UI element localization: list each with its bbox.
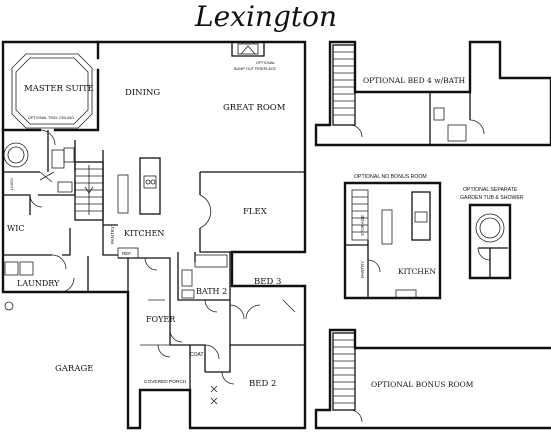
label-optional-separate-2: GARDEN TUB & SHOWER bbox=[460, 195, 524, 201]
label-great-room: GREAT ROOM bbox=[223, 103, 286, 113]
label-bed2: BED 2 bbox=[249, 379, 276, 389]
label-coat: COAT bbox=[190, 352, 204, 358]
main-floor bbox=[1, 40, 307, 430]
label-covered-porch: COVERED PORCH bbox=[144, 379, 187, 385]
label-optional-no-bonus: OPTIONAL NO BONUS ROOM bbox=[354, 174, 427, 180]
label-tray-ceiling: OPTIONAL TRAY CEILING bbox=[28, 116, 74, 120]
label-optional-bed4: OPTIONAL BED 4 w/BATH bbox=[363, 76, 466, 85]
label-linen: LINEN bbox=[9, 178, 14, 190]
plan-title: Lexington bbox=[194, 0, 337, 33]
label-optional-separate-1: OPTIONAL SEPARATE bbox=[463, 187, 518, 193]
optional-bed4-plan bbox=[314, 40, 551, 147]
label-flex: FLEX bbox=[243, 207, 268, 217]
label-storage: STORAGE bbox=[360, 215, 365, 236]
label-bath2: BATH 2 bbox=[196, 287, 227, 296]
label-foyer: FOYER bbox=[146, 315, 176, 324]
label-ref: REF. bbox=[122, 251, 132, 256]
label-fireplace-2: BUMP OUT FIREPLACE bbox=[234, 67, 277, 71]
optional-bonus-plan bbox=[314, 328, 551, 430]
label-pantry-alt: PANTRY bbox=[360, 261, 365, 278]
label-kitchen-alt: KITCHEN bbox=[398, 267, 436, 276]
label-pantry: PANTRY bbox=[110, 226, 115, 244]
label-master-suite: MASTER SUITE bbox=[24, 84, 94, 94]
kitchen-island bbox=[139, 157, 161, 215]
label-dining: DINING bbox=[125, 88, 160, 98]
label-laundry: LAUNDRY bbox=[17, 279, 60, 288]
optional-garden-tub-plan bbox=[468, 203, 512, 280]
label-optional-bonus: OPTIONAL BONUS ROOM bbox=[371, 380, 474, 389]
optional-no-bonus-plan bbox=[343, 181, 442, 300]
stairs bbox=[74, 161, 104, 221]
label-wic: WIC bbox=[7, 224, 25, 233]
label-kitchen: KITCHEN bbox=[124, 229, 164, 238]
label-garage: GARAGE bbox=[55, 364, 93, 374]
label-bed3: BED 3 bbox=[254, 277, 281, 287]
label-fireplace-1: OPTIONAL bbox=[256, 61, 275, 65]
